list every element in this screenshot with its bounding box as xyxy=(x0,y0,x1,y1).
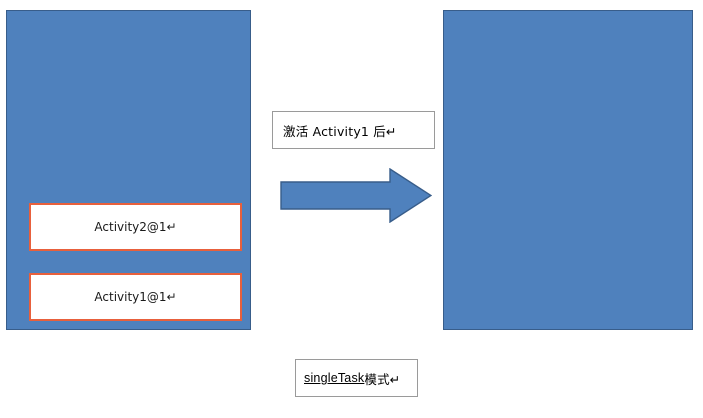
mode-label: singleTask 模式↵ xyxy=(295,359,418,397)
activity-box-activity2: Activity2@1↵ xyxy=(29,203,242,251)
task-stack-before: Activity2@1↵ Activity1@1↵ xyxy=(6,10,251,330)
activity-box-activity1: Activity1@1↵ xyxy=(29,273,242,321)
mode-name: singleTask xyxy=(304,371,365,385)
transition-arrow xyxy=(280,168,432,223)
arrow-right-icon xyxy=(280,168,432,223)
mode-suffix: 模式↵ xyxy=(364,371,401,387)
transition-label: 激活 Activity1 后↵ xyxy=(272,111,435,149)
task-stack-after: Activity1@1↵ xyxy=(443,10,693,330)
